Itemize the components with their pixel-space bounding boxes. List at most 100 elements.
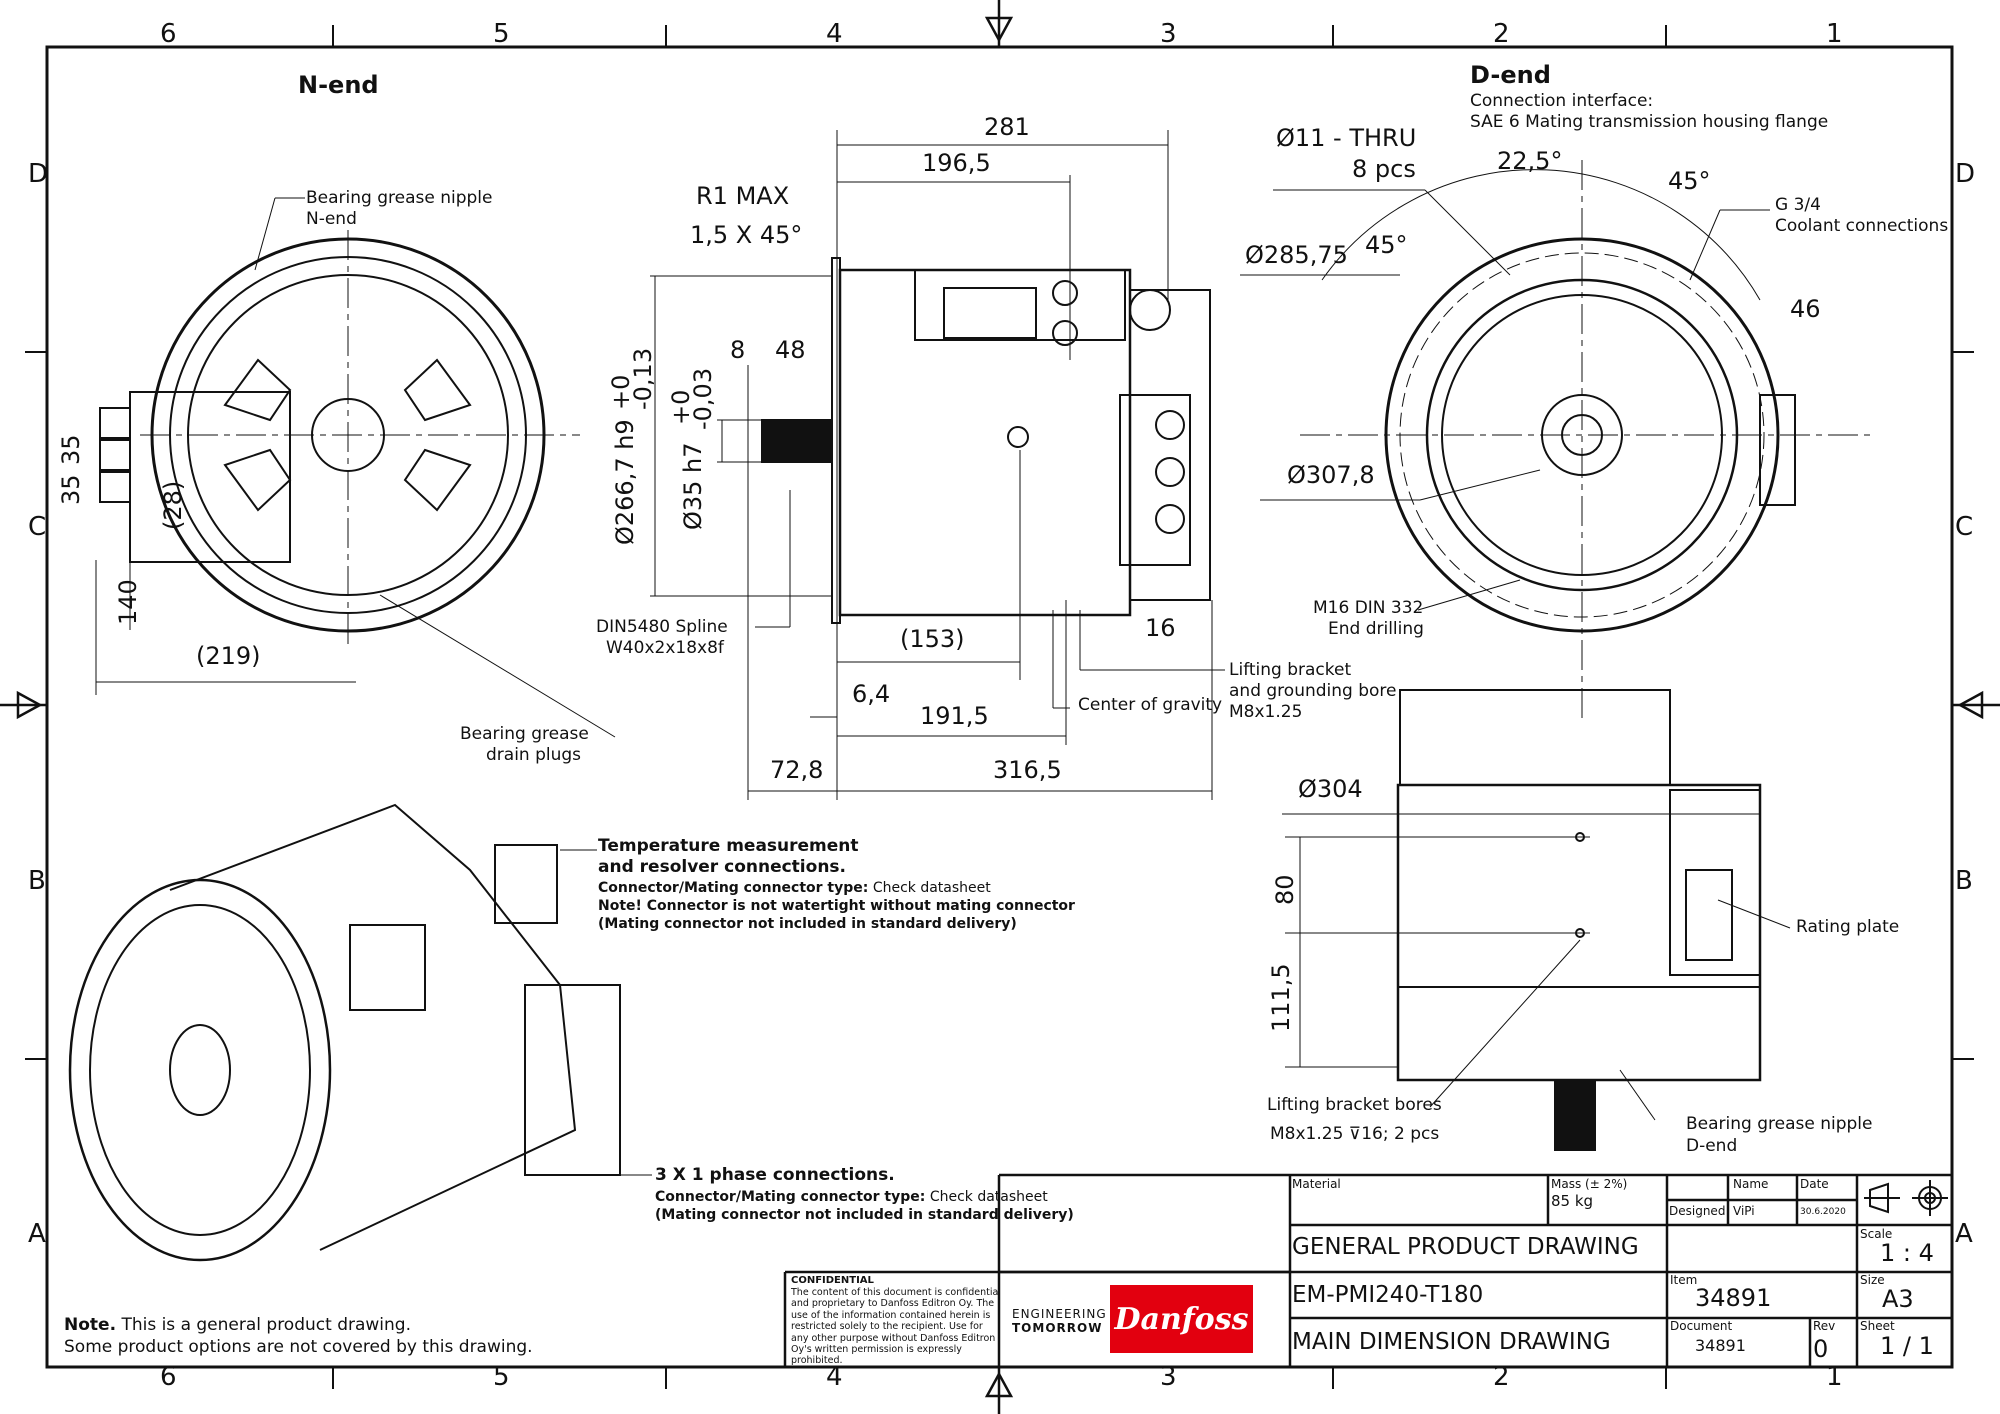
callout-phase-title: 3 X 1 phase connections.	[655, 1165, 895, 1185]
drawing-title-1: GENERAL PRODUCT DRAWING	[1292, 1234, 1639, 1260]
note-line-2: Some product options are not covered by …	[64, 1337, 533, 1357]
dim-316-5: 316,5	[993, 756, 1062, 784]
dim-pilot-tol-lower: -0,13	[629, 347, 657, 410]
name-label: Name	[1733, 1177, 1769, 1191]
dim-holes: Ø11 - THRU	[1276, 124, 1417, 152]
dim-196-5: 196,5	[922, 149, 991, 177]
callout-drain-plugs-2: drain plugs	[486, 745, 582, 765]
isometric-view	[68, 803, 652, 1262]
dim-46: 46	[1790, 295, 1821, 323]
callout-phase-note: (Mating connector not included in standa…	[655, 1207, 1074, 1223]
dim-shaft-tol-lower: -0,03	[689, 367, 717, 430]
callout-end-drilling-2: End drilling	[1328, 619, 1424, 639]
grid-col-label: 5	[493, 19, 510, 49]
d-end-subtitle-1: Connection interface:	[1470, 91, 1654, 111]
callout-grease-nipple-d-end-2: D-end	[1686, 1136, 1738, 1156]
mass-value: 85 kg	[1551, 1192, 1594, 1210]
document-label: Document	[1670, 1319, 1733, 1333]
scale-label: Scale	[1860, 1227, 1893, 1241]
item-label: Item	[1670, 1273, 1698, 1287]
dim-angle-45-right: 45°	[1668, 167, 1711, 195]
callout-grease-nipple-d-end: Bearing grease nipple	[1686, 1114, 1873, 1134]
dim-bolt-circle: Ø285,75	[1245, 241, 1348, 269]
grid-col-label: 3	[1160, 1362, 1177, 1392]
grid-col-label: 6	[160, 19, 177, 49]
drawing-title-2: EM-PMI240-T180	[1292, 1282, 1484, 1308]
dim-8: 8	[730, 336, 746, 364]
dim-281: 281	[984, 113, 1030, 141]
callout-lifting-bracket-3: M8x1.25	[1229, 702, 1303, 722]
dim-pilot-diameter: Ø266,7 h9	[611, 419, 639, 545]
size-value: A3	[1882, 1285, 1914, 1313]
dim-72-8: 72,8	[770, 756, 824, 784]
confidential-title: CONFIDENTIAL	[791, 1275, 874, 1286]
callout-drain-plugs: Bearing grease	[460, 724, 589, 744]
callout-temp-note-2: (Mating connector not included in standa…	[598, 916, 1017, 932]
callout-spline-2: W40x2x18x8f	[606, 638, 724, 658]
item-value: 34891	[1695, 1284, 1772, 1312]
d-end-title: D-end	[1470, 61, 1551, 89]
grid-col-label: 2	[1493, 19, 1510, 49]
dim-219: (219)	[196, 642, 261, 670]
projection-symbol-icon	[1864, 1180, 1948, 1216]
bottom-view	[1282, 689, 1791, 1151]
danfoss-logo-text: Danfoss	[1114, 1301, 1249, 1337]
grid-col-label: 1	[1826, 19, 1843, 49]
dim-chamfer: 1,5 X 45°	[690, 221, 803, 249]
side-view	[650, 130, 1225, 800]
callout-lifting-bracket-2: and grounding bore	[1229, 681, 1397, 701]
callout-phase-conn-label: Connector/Mating connector type:	[655, 1189, 926, 1205]
danfoss-logo: Danfoss	[1110, 1285, 1253, 1353]
grid-row-label: C	[1955, 512, 1974, 542]
callout-lifting-bores-2: M8x1.25 ⊽16; 2 pcs	[1270, 1124, 1440, 1144]
callout-grease-nipple-n-end-2: N-end	[306, 209, 357, 229]
grid-col-label: 2	[1493, 1362, 1510, 1392]
dim-16: 16	[1145, 614, 1176, 642]
dim-153: (153)	[900, 625, 965, 653]
size-label: Size	[1860, 1273, 1885, 1287]
dim-angle-45-left: 45°	[1365, 231, 1408, 259]
dim-191-5: 191,5	[920, 702, 989, 730]
date-value: 30.6.2020	[1800, 1207, 1846, 1217]
d-end-view	[1240, 160, 1870, 720]
grid-col-label: 4	[826, 19, 843, 49]
sheet-label: Sheet	[1860, 1319, 1895, 1333]
grid-row-label: C	[28, 512, 47, 542]
dim-shaft-diameter: Ø35 h7	[679, 442, 707, 530]
callout-phase-conn-value: Check datasheet	[929, 1189, 1048, 1205]
rev-value: 0	[1813, 1335, 1829, 1363]
grid-col-label: 6	[160, 1362, 177, 1392]
rev-label: Rev	[1813, 1319, 1836, 1333]
dim-35-b: 35	[57, 474, 85, 505]
brand-tagline-2: TOMORROW	[1012, 1321, 1103, 1335]
grid-row-label: A	[28, 1219, 46, 1249]
grid-row-label: A	[1955, 1219, 1973, 1249]
note-line-1: This is a general product drawing.	[121, 1315, 411, 1335]
dim-304: Ø304	[1298, 775, 1363, 803]
dim-111-5: 111,5	[1267, 963, 1295, 1032]
callout-coolant-2: Coolant connections	[1775, 216, 1949, 236]
callout-center-of-gravity: Center of gravity	[1078, 695, 1223, 715]
callout-grease-nipple-n-end: Bearing grease nipple	[306, 188, 493, 208]
title-block-lines	[783, 1173, 1952, 1367]
grid-col-label: 4	[826, 1362, 843, 1392]
mass-label: Mass (± 2%)	[1551, 1177, 1628, 1191]
callout-temp-conn-label: Connector/Mating connector type:	[598, 880, 869, 896]
grid-row-label: B	[1955, 866, 1973, 896]
callout-lifting-bores: Lifting bracket bores	[1267, 1095, 1442, 1115]
grid-row-label: D	[1955, 159, 1976, 189]
note-bold: Note.	[64, 1315, 117, 1335]
drawing-frame	[45, 45, 1954, 1369]
dim-140: 140	[114, 579, 142, 625]
sheet-value: 1 / 1	[1880, 1332, 1934, 1360]
dim-6-4: 6,4	[852, 680, 891, 708]
callout-temp-note: Note! Connector is not watertight withou…	[598, 898, 1075, 914]
callout-temp-conn-value: Check datasheet	[872, 880, 991, 896]
grid-col-label: 3	[1160, 19, 1177, 49]
callout-lifting-bracket: Lifting bracket	[1229, 660, 1352, 680]
grid-row-label: B	[28, 866, 46, 896]
designer-value: ViPi	[1733, 1204, 1755, 1218]
brand-tagline-1: ENGINEERING	[1012, 1307, 1107, 1321]
callout-spline: DIN5480 Spline	[596, 617, 728, 637]
